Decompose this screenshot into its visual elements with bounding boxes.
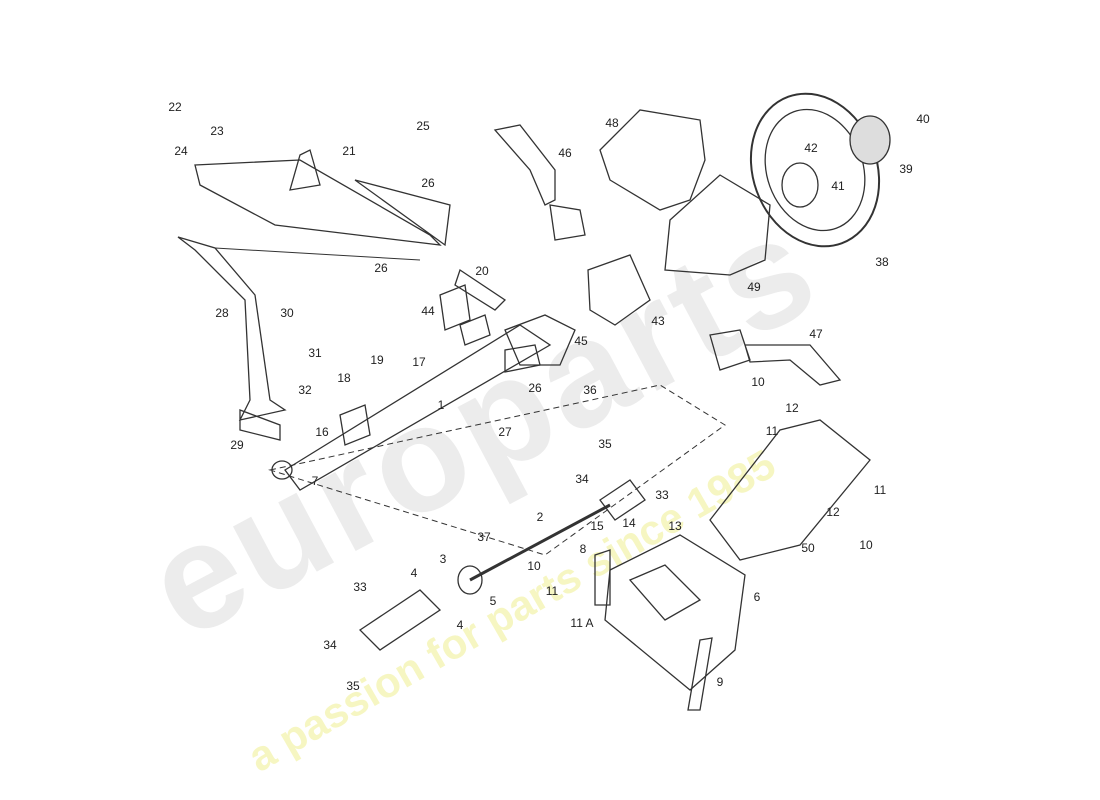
column-lock-housing [504,314,576,366]
part-label[interactable]: 44 [421,304,435,318]
part-label[interactable]: 7 [311,474,319,488]
part-label[interactable]: 9 [716,675,724,689]
part-label[interactable]: 4 [410,566,418,580]
part-label[interactable]: 10 [751,375,765,389]
part-label[interactable]: 37 [477,530,491,544]
part-label[interactable]: 15 [590,519,604,533]
part-label[interactable]: 46 [558,146,572,160]
part-label[interactable]: 39 [899,162,913,176]
part-label[interactable]: 35 [346,679,360,693]
part-label[interactable]: 10 [859,538,873,552]
part-label[interactable]: 12 [785,401,799,415]
support-leg [177,236,287,441]
intermediate-shaft [469,503,611,582]
part-label[interactable]: 26 [374,261,388,275]
lower-column-cover [709,419,871,561]
column-bush [271,460,293,480]
part-label[interactable]: 31 [308,346,322,360]
part-label[interactable]: 6 [753,590,761,604]
part-label[interactable]: 5 [489,594,497,608]
part-label[interactable]: 20 [475,264,489,278]
horn-button [849,115,891,165]
part-label[interactable]: 16 [315,425,329,439]
part-label[interactable]: 49 [747,280,761,294]
coupling-flange [457,565,483,595]
part-label[interactable]: 23 [210,124,224,138]
part-label[interactable]: 36 [583,383,597,397]
part-label[interactable]: 34 [323,638,337,652]
lock-clamp [439,284,471,331]
upper-shroud [599,109,706,211]
part-label[interactable]: 45 [574,334,588,348]
part-label[interactable]: 50 [801,541,815,555]
part-label[interactable]: 10 [527,559,541,573]
part-label[interactable]: 33 [353,580,367,594]
part-label[interactable]: 28 [215,306,229,320]
part-label[interactable]: 11 [765,424,779,438]
part-label[interactable]: 32 [298,383,312,397]
part-label[interactable]: 34 [575,472,589,486]
part-label[interactable]: 1 [437,398,445,412]
part-label[interactable]: 26 [528,381,542,395]
part-label[interactable]: 35 [598,437,612,451]
upper-universal-joint [599,479,646,521]
part-label[interactable]: 41 [831,179,845,193]
part-label[interactable]: 11 A [570,616,594,630]
pedal-box-bracket [604,534,746,691]
part-label[interactable]: 25 [416,119,430,133]
part-label[interactable]: 42 [804,141,818,155]
part-label[interactable]: 33 [655,488,669,502]
part-label[interactable]: 43 [651,314,665,328]
part-label[interactable]: 4 [456,618,464,632]
part-label[interactable]: 11 [545,584,559,598]
part-label[interactable]: 29 [230,438,244,452]
part-label[interactable]: 47 [809,327,823,341]
ignition-switch [454,268,507,311]
combination-switch [587,254,651,326]
lower-universal-joint [358,589,442,651]
part-label[interactable]: 22 [168,100,182,114]
wheel-hub [781,162,819,208]
part-label[interactable]: 24 [174,144,188,158]
part-label[interactable]: 19 [370,353,384,367]
part-label[interactable]: 3 [439,552,447,566]
steering-column-tube [284,324,552,491]
indicator-stalk [709,329,842,386]
wiper-stalk [493,124,586,241]
part-label[interactable]: 12 [826,505,840,519]
part-label[interactable]: 48 [605,116,619,130]
bracket-strap-9 [687,637,713,711]
part-label[interactable]: 26 [421,176,435,190]
part-label[interactable]: 11 [873,483,887,497]
part-label[interactable]: 8 [579,542,587,556]
part-label[interactable]: 2 [536,510,544,524]
part-label[interactable]: 14 [622,516,636,530]
part-label[interactable]: 27 [498,425,512,439]
part-label[interactable]: 18 [337,371,351,385]
part-label[interactable]: 13 [668,519,682,533]
part-label[interactable]: 30 [280,306,294,320]
part-label[interactable]: 17 [412,355,426,369]
upper-bracket [194,149,451,247]
steering-wheel [749,92,881,248]
bracket-strap-8 [594,549,611,606]
part-label[interactable]: 38 [875,255,889,269]
lower-shroud [664,174,771,276]
part-label[interactable]: 21 [342,144,356,158]
dashed-boundary [268,384,726,556]
part-label[interactable]: 40 [916,112,930,126]
